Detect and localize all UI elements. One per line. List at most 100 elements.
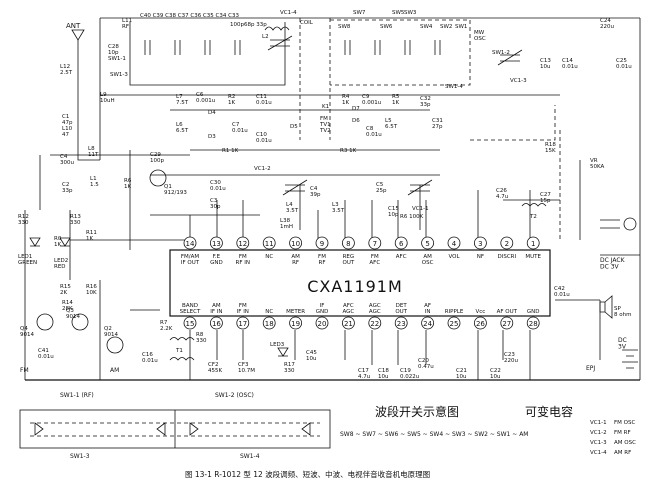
label-sw13: SW1-3 — [110, 72, 128, 78]
pin-number: 23 — [397, 320, 406, 328]
vc-legend-id: VC1-2 — [590, 430, 607, 436]
pin-number: 6 — [399, 240, 404, 248]
pin-circle — [236, 236, 250, 250]
vc-legend-desc: FM RF — [614, 430, 631, 436]
label-sw8: SW8 — [338, 24, 351, 30]
pin-circle — [526, 316, 540, 330]
label-vc13: VC1-3 — [510, 78, 527, 84]
pin-circle — [368, 236, 382, 250]
pin-circle — [262, 236, 276, 250]
label-d3: D3 — [208, 134, 216, 140]
pin-label: AF OUT — [497, 309, 518, 315]
pin-label: METER — [286, 309, 305, 315]
label-coil: COIL — [300, 20, 314, 26]
pin-circle — [500, 316, 514, 330]
label-sw2: SW2 — [440, 24, 452, 30]
pin-label: AFC — [396, 254, 407, 260]
vc-legend-id: VC1-4 — [590, 450, 607, 456]
pin-circle — [421, 316, 435, 330]
pin-circle — [341, 316, 355, 330]
pin-number: 7 — [373, 240, 377, 248]
pin-number: 9 — [320, 240, 324, 248]
pin-number: 15 — [186, 320, 195, 328]
var-cap-title: 可变电容 — [525, 404, 573, 419]
pin-number: 2 — [505, 240, 509, 248]
pin-number: 12 — [238, 240, 247, 248]
vc-legend-desc: FM OSC — [614, 420, 635, 426]
label-led3: LED3 — [270, 342, 285, 348]
label-r3: R3 1K — [340, 148, 357, 154]
pin-circle — [183, 236, 197, 250]
label-sw12: SW1-2 — [492, 50, 510, 56]
pin-circle — [421, 236, 435, 250]
pin-circle — [315, 316, 329, 330]
pin-number: 8 — [346, 240, 350, 248]
label-t1: T1 — [175, 348, 183, 354]
pin-number: 10 — [291, 240, 300, 248]
band-switch-sketch — [19, 409, 331, 449]
pin-number: 22 — [370, 320, 379, 328]
pin-circle — [526, 236, 540, 250]
pin-number: 21 — [344, 320, 353, 328]
pin-circle — [394, 236, 408, 250]
pin-label: NC — [265, 254, 273, 260]
band-switch-title: 波段开关示意图 — [375, 404, 459, 419]
pin-label: VOL — [448, 254, 460, 260]
label-sw1-3b: SW1-3 — [70, 453, 90, 460]
pin-circle — [447, 236, 461, 250]
label-sw7: SW7 — [353, 10, 366, 16]
pin-number: 11 — [265, 240, 274, 248]
label-sw3: SW3 — [404, 10, 417, 16]
label-sw1-rf: SW1-1 (RF) — [60, 392, 94, 399]
pin-circle — [315, 236, 329, 250]
pin-number: 5 — [425, 240, 429, 248]
label-vc11: VC1-1 — [412, 206, 429, 212]
